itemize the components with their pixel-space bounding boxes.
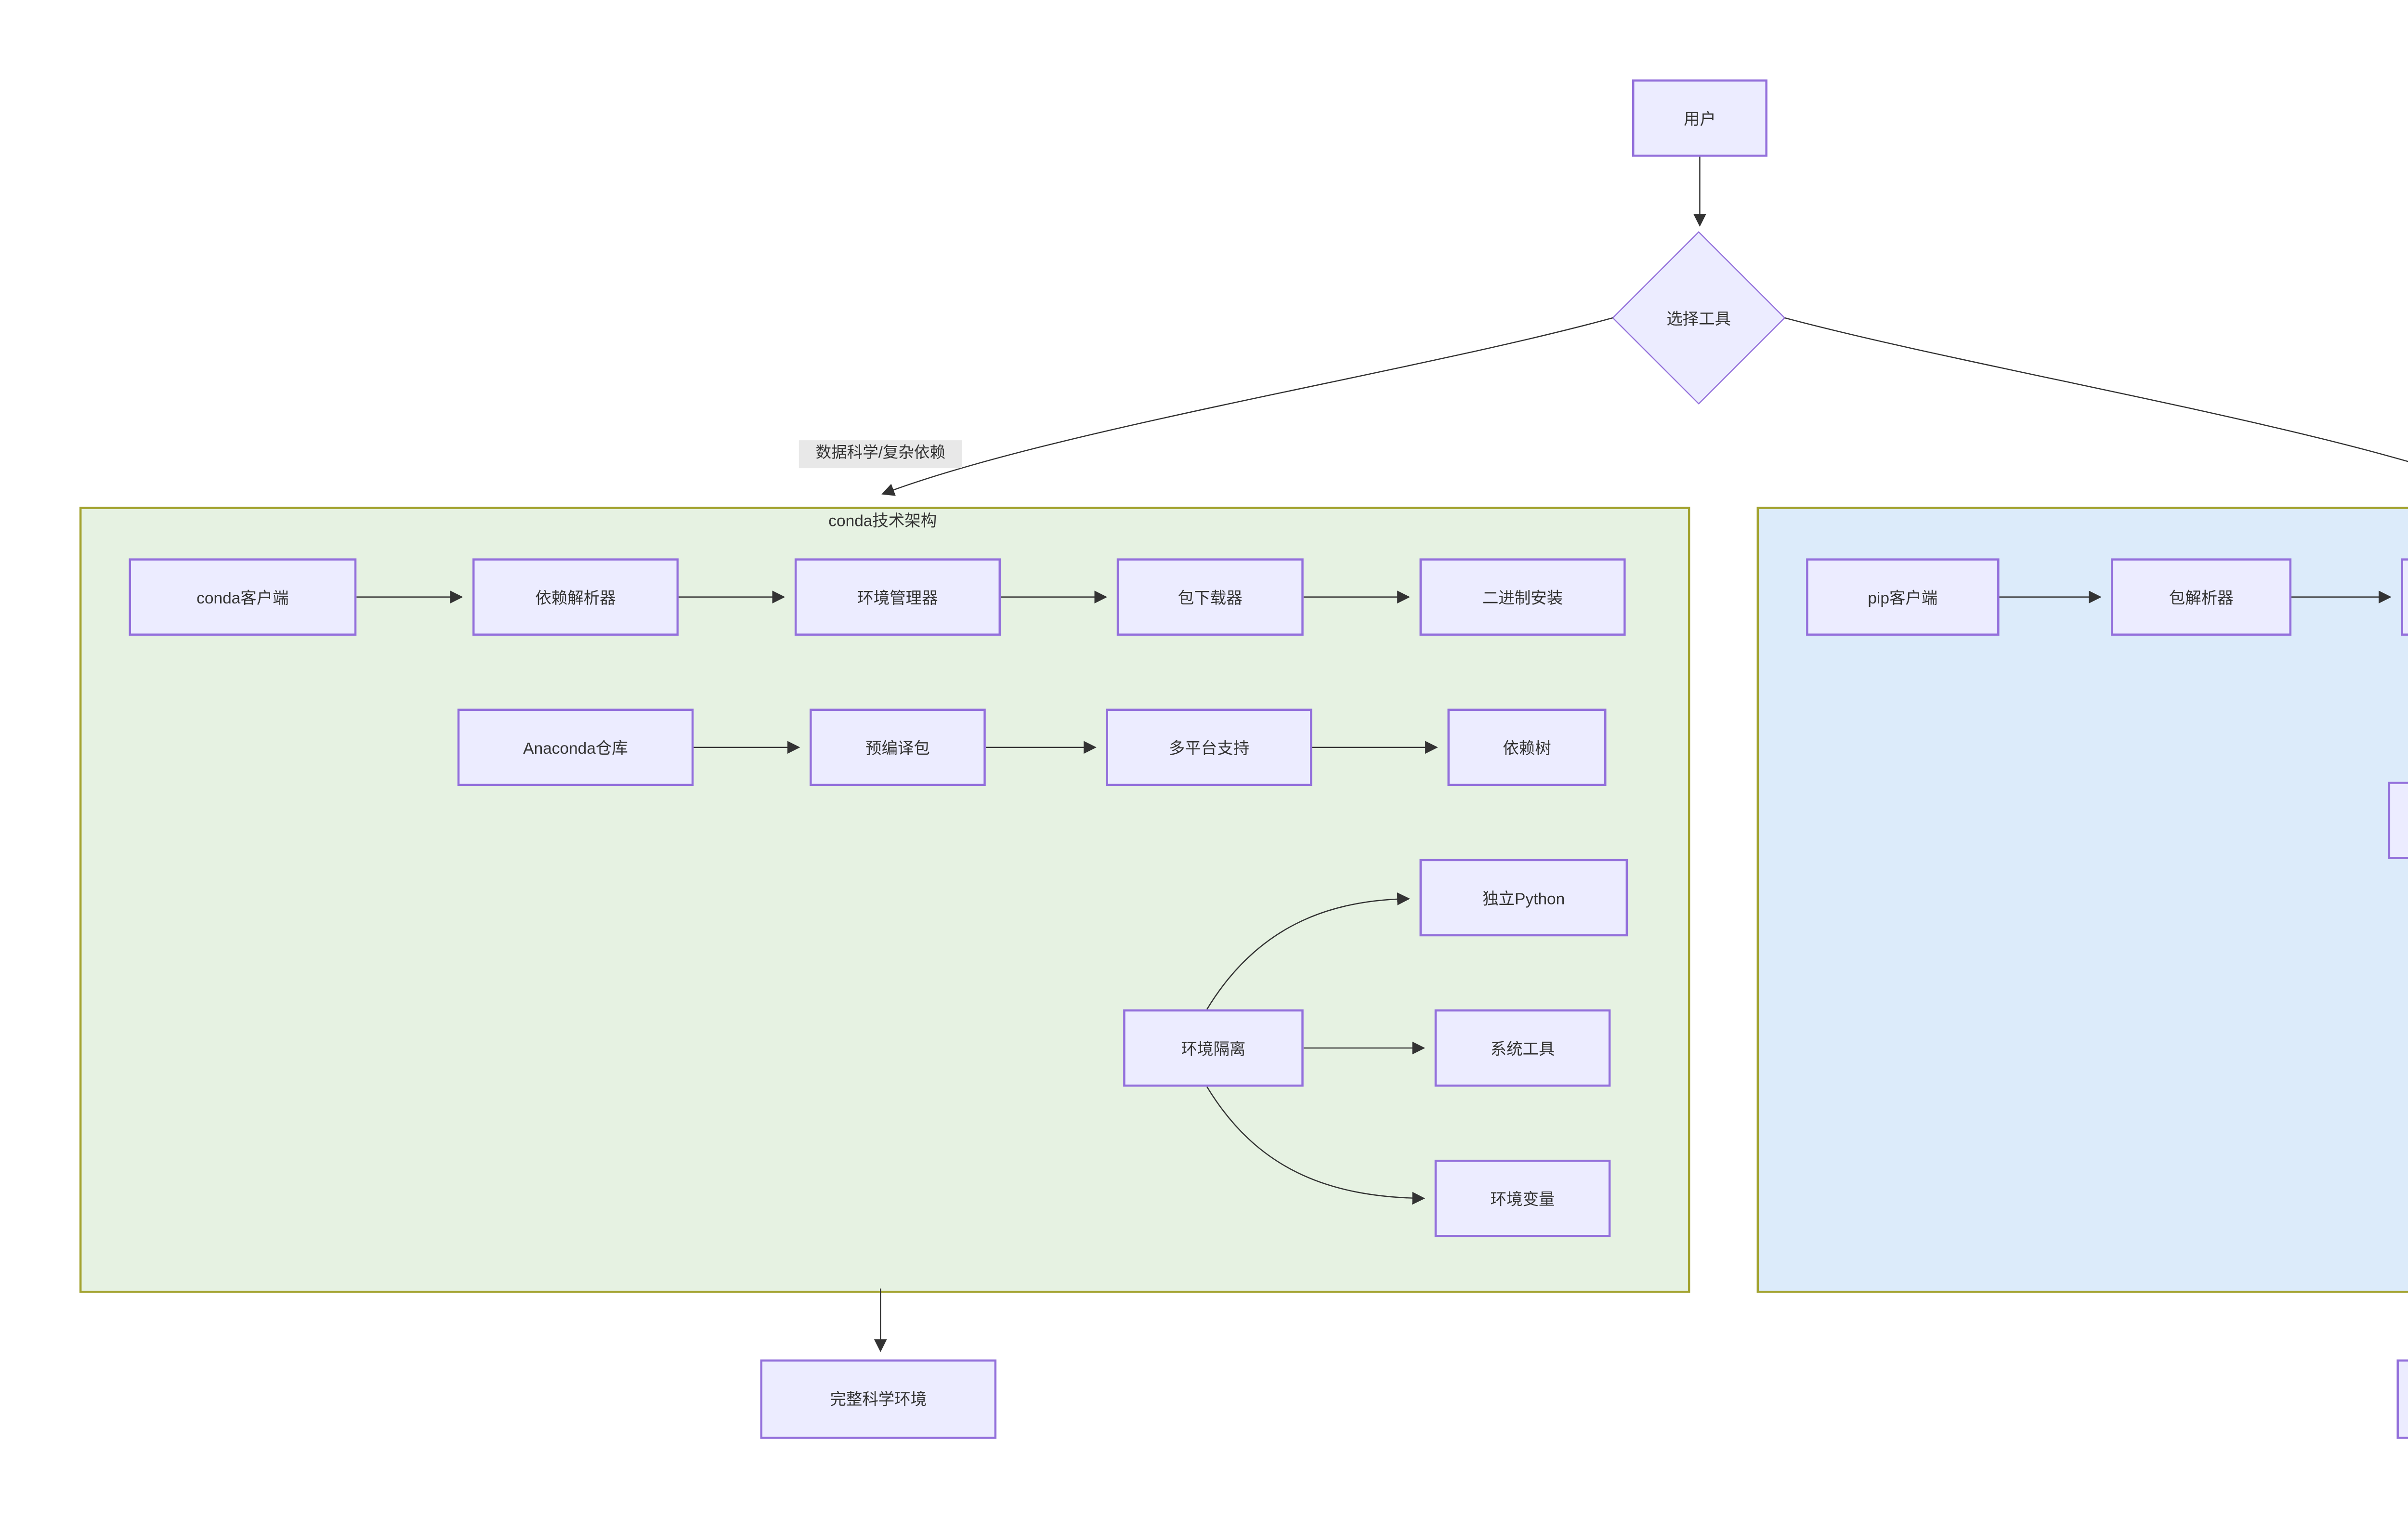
node-env-isolation: 环境隔离: [1123, 1009, 1304, 1087]
node-pip-client: pip客户端: [1806, 558, 2000, 636]
node-dep-check: 依赖检查: [2401, 558, 2408, 636]
node-dep-tree: 依赖树: [1447, 708, 1607, 786]
node-anaconda-repo: Anaconda仓库: [457, 708, 694, 786]
node-precompiled-pkg: 预编译包: [810, 708, 986, 786]
node-env-vars: 环境变量: [1434, 1159, 1611, 1237]
edge-choose-to-conda: [881, 317, 1613, 496]
node-standalone-python: 独立Python: [1419, 859, 1628, 937]
node-pkg-downloader-conda: 包下载器: [1116, 558, 1304, 636]
node-multi-platform: 多平台支持: [1106, 708, 1312, 786]
node-dep-resolver: 依赖解析器: [472, 558, 679, 636]
node-conda-client: conda客户端: [129, 558, 357, 636]
node-binary-install: 二进制安装: [1419, 558, 1626, 636]
node-pkg-parser: 包解析器: [2111, 558, 2291, 636]
choose-tool-diamond: [1612, 231, 1786, 405]
edge-label-data-science: 数据科学/复杂依赖: [798, 439, 962, 467]
subgraph-conda-title: conda技术架构: [828, 511, 937, 531]
node-pypi-repo: PyPI仓库: [2388, 782, 2408, 859]
node-user: 用户: [1632, 79, 1767, 157]
edge-envisolation-standalonepython: [1206, 892, 1410, 1010]
node-choose-tool-label: 选择工具: [1666, 308, 1731, 328]
edge-envisolation-envvars: [1206, 1086, 1426, 1205]
node-full-sci-env: 完整科学环境: [760, 1359, 997, 1439]
subgraph-pip-title: pip技术架构: [2298, 511, 2408, 533]
subgraph-pip: [1756, 506, 2408, 1292]
node-env-manager: 环境管理器: [794, 558, 1001, 636]
edge-choose-to-pip: [1784, 317, 2408, 462]
node-system-tools: 系统工具: [1434, 1009, 1611, 1087]
node-light-python-env: 轻量Python环境: [2396, 1359, 2408, 1439]
